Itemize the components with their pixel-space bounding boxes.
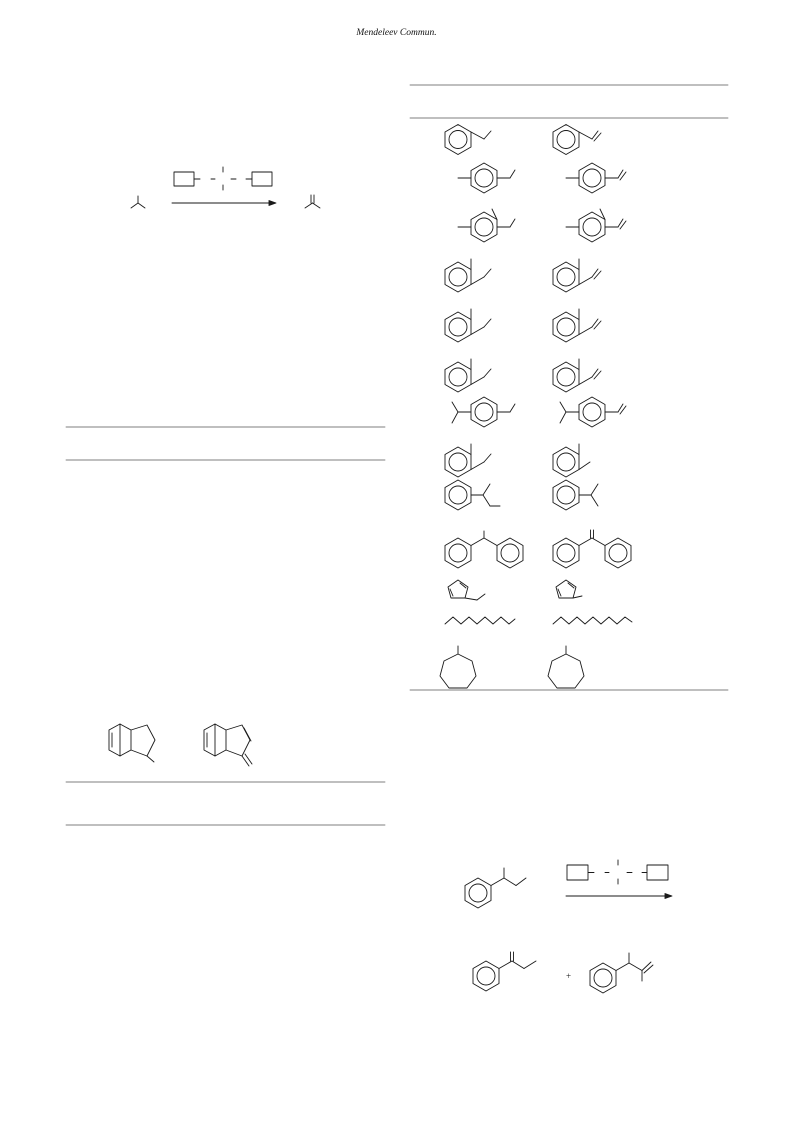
product-butyrophenone [472,951,537,992]
substrate-2-ethyltoluene-c [444,358,492,393]
product-4-isopropylstyrene [559,396,627,428]
table-3-products [547,124,633,689]
product-2-methylthiophene [555,579,583,599]
substrate-n-decane [444,616,516,625]
substrate-diphenylmethane [444,530,524,569]
catalyst-box-right-2 [641,864,669,881]
product-benzophenone [552,529,632,569]
product-cumene [552,479,599,511]
substrate-4-isopropylethylbenzene [451,396,516,428]
substrate-2-ethyltoluene-d [444,443,492,478]
catalyst-linker-2 [604,859,633,885]
product-2-methylstyrene [552,258,602,293]
catalyst-box-right [245,171,273,187]
table-1-rules [65,426,386,461]
catalyst-linker [210,166,237,191]
dicyclopentadiene-product [203,723,253,767]
plus-sign: + [566,971,571,981]
catalyst-box-left [173,171,201,187]
table-2-rules [65,781,386,826]
product-styrene [552,124,602,155]
product-4-methylstyrene [565,162,627,194]
product-3-4-dimethylstyrene [565,208,627,243]
substrate-methylcycloheptane [439,645,477,689]
product-alkenylbenzene [589,952,654,994]
product-decene [552,616,633,625]
reaction-arrow [171,200,277,206]
product-isobutene [304,194,321,209]
substrate-4-ethyltoluene [457,162,516,194]
product-o-xylene [552,443,591,478]
product-2-methylstyrene-b [552,308,602,343]
substrate-3-4-dimethyl-ethylbenzene [457,208,516,243]
product-2-methylstyrene-c [552,358,602,393]
scheme-2: + [464,859,673,994]
dicyclopentadiene-reactant [108,723,156,763]
substrate-ethylbenzene [444,124,492,155]
running-head: Mendeleev Commun. [356,28,437,38]
substrate-2-ethylthiophene [447,579,486,601]
reaction-arrow-2 [565,893,673,899]
reactant-sec-butylbenzene [464,867,527,909]
reactant-isobutane [130,195,146,209]
table-3-rules [409,84,729,691]
substrate-2-ethyltoluene [444,258,492,293]
catalyst-box-left-2 [566,864,595,881]
substrate-sec-butylbenzene [444,479,501,511]
substrate-2-ethyltoluene-b [444,308,492,343]
table-3-substrates [439,124,524,689]
product-methylcycloheptene [547,645,585,689]
scheme-1 [130,166,321,209]
